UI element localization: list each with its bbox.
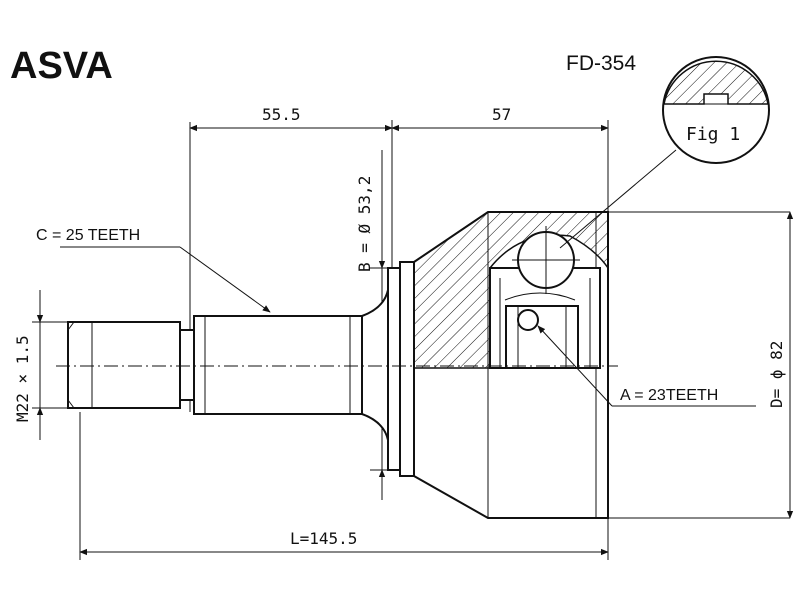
dimension-thread: M22 × 1.5	[13, 290, 44, 440]
dim-total-length: L=145.5	[290, 529, 357, 548]
figure-detail: Fig 1	[559, 56, 770, 249]
leader-outer-teeth: C = 25 TEETH	[36, 227, 271, 313]
cv-joint-outline	[56, 211, 618, 519]
label-inner-teeth: A = 23TEETH	[620, 387, 718, 404]
dim-thread: M22 × 1.5	[13, 335, 32, 422]
dimension-bell: 57	[391, 105, 609, 132]
part-number: FD-354	[566, 52, 636, 75]
dim-bell-length: 57	[492, 105, 511, 124]
dimension-total: L=145.5	[79, 529, 609, 556]
dim-stem-length: 55.5	[262, 105, 301, 124]
leader-inner-teeth: A = 23TEETH	[537, 325, 756, 407]
brand-logo: ASVA	[10, 45, 113, 87]
dimension-stem: 55.5	[189, 105, 393, 132]
dim-seat-diameter: B = Ø 53,2	[355, 176, 374, 272]
dimension-outer-diameter: D= ϕ 82	[767, 211, 794, 519]
figure-label: Fig 1	[686, 124, 740, 145]
label-outer-teeth: C = 25 TEETH	[36, 227, 140, 244]
hatched-section	[413, 211, 609, 369]
dim-outer-diameter: D= ϕ 82	[767, 341, 786, 408]
